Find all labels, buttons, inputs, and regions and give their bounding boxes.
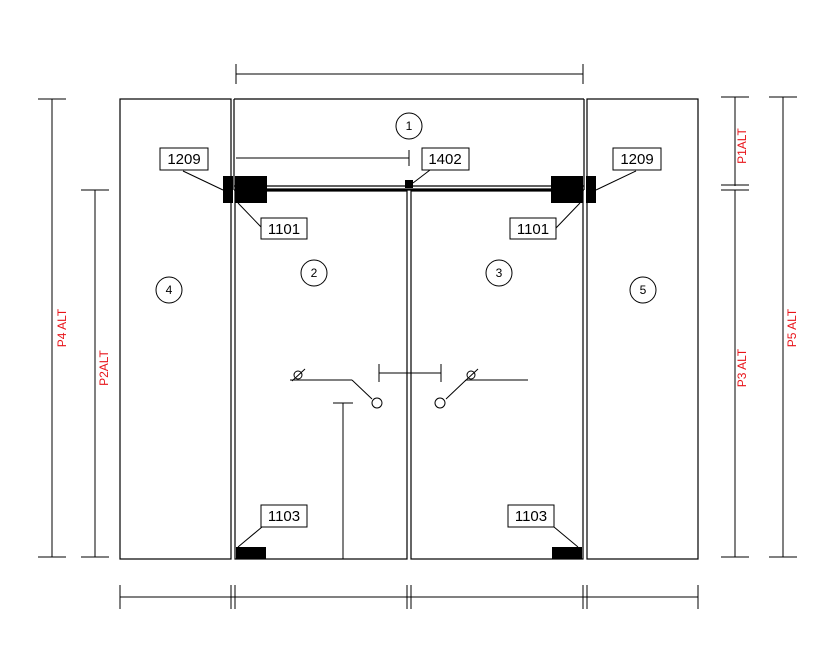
svg-text:1101: 1101: [268, 221, 300, 238]
svg-text:1103: 1103: [515, 508, 547, 525]
patch-fitting-left: [223, 176, 233, 203]
handle-symbol-left: [290, 379, 383, 559]
callout-1209-left: 1209: [159, 147, 224, 191]
hinge-fitting-left: [235, 176, 267, 203]
svg-text:1103: 1103: [268, 508, 300, 525]
panel-4-sidelite: [119, 98, 232, 560]
dimension-p3: P3 ALT: [721, 189, 749, 558]
svg-text:5: 5: [640, 283, 647, 297]
dimension-p5: P5 ALT: [769, 96, 799, 558]
dimension-p2: P2ALT: [81, 189, 111, 558]
patch-fitting-right: [586, 176, 596, 203]
svg-text:2: 2: [311, 266, 318, 280]
bottom-dimension-lines: [119, 585, 699, 609]
svg-text:P4 ALT: P4 ALT: [55, 308, 69, 347]
svg-text:4: 4: [166, 283, 173, 297]
svg-text:1: 1: [406, 119, 413, 133]
callout-1402: 1402: [412, 147, 470, 184]
panel-2-door-leaf: [234, 190, 408, 560]
handle-symbol-right: [434, 379, 528, 409]
panel-number-3: 3: [485, 259, 513, 287]
svg-text:1402: 1402: [428, 151, 461, 168]
panel-1-transom: [233, 98, 585, 190]
dimension-p1: P1ALT: [721, 96, 749, 186]
svg-text:P5 ALT: P5 ALT: [785, 308, 799, 347]
panel-5-sidelite: [586, 98, 699, 560]
svg-text:1209: 1209: [167, 151, 200, 168]
panel-number-1: 1: [395, 112, 423, 140]
callout-1103-right: 1103: [507, 504, 579, 548]
svg-text:1209: 1209: [620, 151, 653, 168]
panel-number-2: 2: [300, 259, 328, 287]
pivot-fitting-right: [552, 547, 582, 559]
top-dimension-line: [235, 64, 584, 84]
svg-text:P1ALT: P1ALT: [735, 127, 749, 163]
diameter-icon-right: [464, 368, 479, 382]
panel-3-door-leaf: [410, 190, 584, 560]
center-gap-dimension: [378, 364, 442, 382]
center-lock-block: [405, 180, 413, 188]
lock-indicator-line: [236, 150, 410, 166]
callout-1101-right: 1101: [509, 202, 581, 240]
svg-text:P3 ALT: P3 ALT: [735, 348, 749, 387]
svg-text:P2ALT: P2ALT: [97, 349, 111, 385]
callout-1101-left: 1101: [237, 202, 308, 240]
callout-1103-left: 1103: [237, 504, 308, 548]
callout-1209-right: 1209: [595, 147, 662, 191]
svg-text:1101: 1101: [517, 221, 549, 238]
svg-text:3: 3: [496, 266, 503, 280]
dimension-p4: P4 ALT: [38, 98, 69, 558]
hinge-fitting-right: [551, 176, 583, 203]
panel-number-5: 5: [629, 276, 657, 304]
panel-number-4: 4: [155, 276, 183, 304]
diameter-icon-left: [291, 368, 306, 382]
pivot-fitting-left: [236, 547, 266, 559]
